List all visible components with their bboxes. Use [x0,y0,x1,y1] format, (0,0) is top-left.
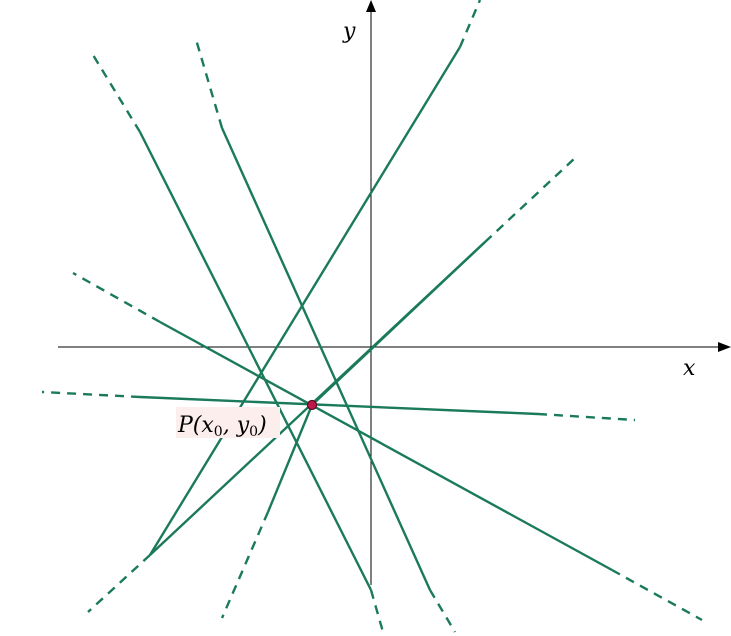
line-7-dashed-end [611,568,703,622]
point-p: P(x0, y0) [176,399,318,440]
x-axis-arrowhead [718,342,731,352]
lines-through-point [41,0,703,633]
line-8-dashed-end [41,390,141,399]
line-7-dashed-end [72,271,161,324]
line-8-dashed-end [537,412,636,422]
line-6-segment [311,241,486,406]
point-label-part: , y [223,413,250,438]
line-7-segment [159,320,613,572]
point-label-background [176,407,280,438]
axes: x y [58,0,731,585]
x-axis-label: x [683,356,696,381]
line-5-dashed-end [220,511,270,619]
line-1-dashed-end [87,554,151,613]
point-label-part: P(x [177,413,214,438]
line-1-segment [148,46,462,556]
line-4-segment [138,131,373,591]
y-axis-label: y [342,19,356,44]
line-3-segment [220,127,432,591]
point-label-subscript: 0 [214,424,223,440]
point-label: P(x0, y0) [177,413,267,440]
line-6-dashed-end [484,157,576,243]
line-3-dashed-end [428,589,457,633]
line-4-dashed-end [88,49,142,133]
line-4-dashed-end [369,589,385,633]
point-label-part: ) [257,413,267,438]
line-8-segment [139,395,539,416]
line-1-dashed-end [458,0,482,48]
line-5-segment [266,404,314,513]
line-3-dashed-end [193,35,224,129]
point-marker [306,399,318,411]
point-label-subscript: 0 [249,424,258,440]
y-axis-arrowhead [366,0,376,12]
